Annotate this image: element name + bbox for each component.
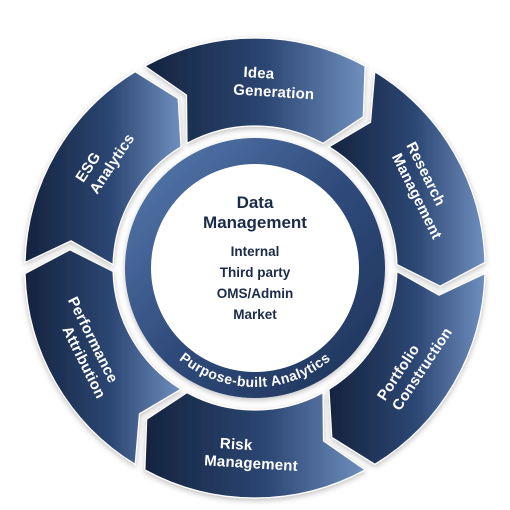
segment-label-line: Generation — [233, 81, 315, 103]
core-title-line1: Data — [237, 193, 274, 212]
segment-idea-generation — [143, 37, 366, 145]
data-management-core — [151, 164, 359, 372]
outer-ring — [24, 37, 486, 499]
segment-portfolio-construction — [328, 270, 486, 466]
segment-label-line: Risk — [219, 435, 253, 454]
segment-performance-attribution — [24, 249, 183, 466]
core-item-oms-admin: OMS/Admin — [217, 286, 294, 301]
segment-research-management — [327, 70, 486, 287]
segment-esg-analytics — [24, 70, 182, 266]
core-item-market: Market — [233, 307, 277, 322]
segment-label-line: Management — [204, 452, 299, 475]
segment-label-line: Idea — [243, 64, 275, 83]
core-item-third-party: Third party — [220, 265, 291, 280]
core-item-internal: Internal — [231, 244, 280, 259]
segment-risk-management — [144, 391, 367, 499]
core-title-line2: Management — [203, 213, 307, 232]
